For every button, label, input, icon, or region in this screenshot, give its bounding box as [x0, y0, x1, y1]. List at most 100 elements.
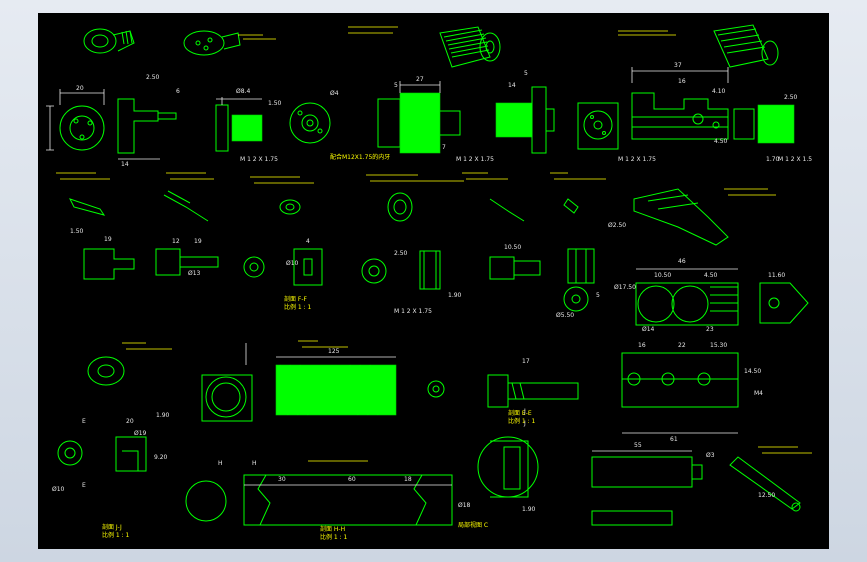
dim-19-dia: Ø19 — [134, 430, 147, 437]
dim-10-50-b: 10.50 — [654, 272, 671, 279]
view-screw-side: Ø8.4 1.50 M 1 2 X 1.75 — [215, 88, 282, 163]
detail-c-label: 局部视图 C — [458, 521, 488, 529]
view-small-block: 20 1.90 9.20 Ø19 剖面 J-J 比例 1 : 1 — [102, 412, 170, 539]
dim-61: 61 — [670, 436, 678, 443]
view-ring-large — [201, 343, 253, 422]
dim-60: 60 — [348, 476, 356, 483]
part-iso-2 — [183, 30, 276, 56]
dim-46: 46 — [678, 258, 686, 265]
dim-5: 5 — [394, 82, 398, 89]
view-round-stock: H — [185, 460, 227, 522]
marker-h-top: H — [218, 460, 223, 467]
scale-jj: 比例 1 : 1 — [102, 531, 130, 539]
dim-10-dia: Ø10 — [286, 260, 299, 267]
dim-16-b: 16 — [638, 342, 646, 349]
dim-55: 55 — [634, 442, 642, 449]
dim-14-dia: Ø14 — [642, 326, 655, 333]
dim-m12-1: M 1 2 X 1.75 — [240, 156, 278, 163]
dim-2-50-c: 2.50 — [394, 250, 408, 257]
dim-10-50: 10.50 — [504, 244, 521, 251]
dim-27: 27 — [416, 76, 424, 83]
row2-iso-parts — [56, 172, 776, 246]
dim-1-90: 1.90 — [448, 292, 462, 299]
scale-hh: 比例 1 : 1 — [320, 533, 348, 541]
dim-20: 20 — [76, 85, 84, 92]
view-screw-front: Ø4 — [289, 90, 339, 144]
dim-14-b: 14 — [508, 82, 516, 89]
view-washer: Ø5.50 — [556, 286, 589, 319]
dim-6: 6 — [176, 88, 180, 95]
note-inner-thread: 配合M12X1.75的内牙 — [330, 153, 390, 161]
dim-2-50-dia: Ø2.50 — [608, 222, 626, 229]
dim-18: 18 — [404, 476, 412, 483]
marker-j-top: J — [523, 408, 526, 415]
dim-4-b: 4 — [306, 238, 310, 245]
section-ff-label: 剖面 F-F — [284, 295, 308, 303]
dim-4-50: 4.50 — [714, 138, 728, 145]
dim-12-50: 12.50 — [758, 492, 775, 499]
scale-ee: 比例 1 : 1 — [508, 417, 536, 425]
dim-9-20: 9.20 — [154, 454, 168, 461]
dim-23: 23 — [706, 326, 714, 333]
view-thread-cylinder: 27 5 7 M 1 2 X 1.75 配合M12X1.75的内牙 — [330, 76, 494, 163]
drawing-canvas[interactable]: 20 14 2.50 6 Ø8.4 1.50 M 1 2 X 1.75 Ø4 2… — [38, 13, 829, 549]
dim-13-dia: Ø13 — [188, 270, 201, 277]
dim-30: 30 — [278, 476, 286, 483]
dim-1-50-b: 1.50 — [70, 228, 84, 235]
dim-1-70: 1.70 — [766, 156, 780, 163]
dim-1-90-c: 1.90 — [522, 506, 536, 513]
part-iso-1 — [83, 28, 135, 54]
view-disc-section: 14 2.50 6 — [117, 74, 180, 168]
dim-4-10: 4.10 — [712, 88, 726, 95]
view-disc-front: 20 — [46, 85, 105, 151]
view-pin-3: 10.50 — [489, 244, 541, 280]
dim-17-50-dia: Ø17.50 — [614, 284, 636, 291]
section-jj-label: 剖面 J-J — [102, 523, 122, 531]
view-long-bar: 30 60 18 Ø18 剖面 H-H 比例 1 : 1 H — [243, 460, 471, 541]
scale-ff: 比例 1 : 1 — [284, 303, 312, 311]
view-bracket-plate: 16 22 15.30 61 14.50 M4 — [621, 342, 763, 443]
dim-4-dia: Ø4 — [330, 90, 339, 97]
dim-5-b: 5 — [524, 70, 528, 77]
view-disc-small: Ø10 E E — [52, 418, 86, 493]
dim-3-dia: Ø3 — [706, 452, 715, 459]
part-iso-rod: 12.50 — [729, 446, 812, 512]
dim-14: 14 — [121, 161, 129, 168]
dim-14-50: 14.50 — [744, 368, 761, 375]
view-pin-2: 12 19 Ø13 — [155, 238, 219, 277]
dim-m12-2: M 1 2 X 1.75 — [456, 156, 494, 163]
drawing-sheet: 20 14 2.50 6 Ø8.4 1.50 M 1 2 X 1.75 Ø4 2… — [46, 24, 812, 541]
dim-5-c: 5 — [596, 292, 600, 299]
dim-20-b: 20 — [126, 418, 134, 425]
dim-8-4: Ø8.4 — [236, 88, 250, 95]
view-nozzle-section: 14 5 — [495, 70, 555, 154]
view-small-bushing: Ø2.50 5 — [567, 222, 626, 299]
marker-e-top: E — [82, 418, 86, 425]
view-nozzle-front: M 1 2 X 1.75 — [577, 102, 656, 163]
section-ee-label: 剖面 E-E — [508, 409, 532, 417]
view-clamp-block: 46 10.50 4.50 Ø14 23 Ø17.50 — [614, 258, 739, 333]
dim-12: 12 — [172, 238, 180, 245]
view-threaded-rod: 125 — [275, 340, 397, 416]
part-iso-ring — [87, 342, 172, 386]
marker-h-right: H — [252, 460, 257, 467]
dim-10-dia-b: Ø10 — [52, 486, 65, 493]
view-pin-1: 1.50 19 — [70, 228, 135, 280]
view-thread-end: 2.50 1.70 M 1 2 X 1.5 — [733, 94, 812, 163]
dim-2-50-b: 2.50 — [784, 94, 798, 101]
dim-7: 7 — [442, 144, 446, 151]
view-rod-bottom: 55 Ø3 — [591, 442, 715, 526]
view-nut: 2.50 1.90 M 1 2 X 1.75 — [361, 250, 462, 315]
dim-18-dia: Ø18 — [458, 502, 471, 509]
dim-5-50-dia: Ø5.50 — [556, 312, 574, 319]
dim-m4: M4 — [754, 390, 763, 397]
dim-125: 125 — [328, 348, 340, 355]
view-long-shaft: 37 16 4.10 4.50 — [631, 62, 729, 145]
dim-37: 37 — [674, 62, 682, 69]
part-iso-3 — [348, 26, 501, 68]
dim-1-90-b: 1.90 — [156, 412, 170, 419]
dim-2-50: 2.50 — [146, 74, 160, 81]
dim-m12-5: M 1 2 X 1.75 — [394, 308, 432, 315]
section-hh-label: 剖面 H-H — [320, 525, 345, 533]
dim-17: 17 — [522, 358, 530, 365]
